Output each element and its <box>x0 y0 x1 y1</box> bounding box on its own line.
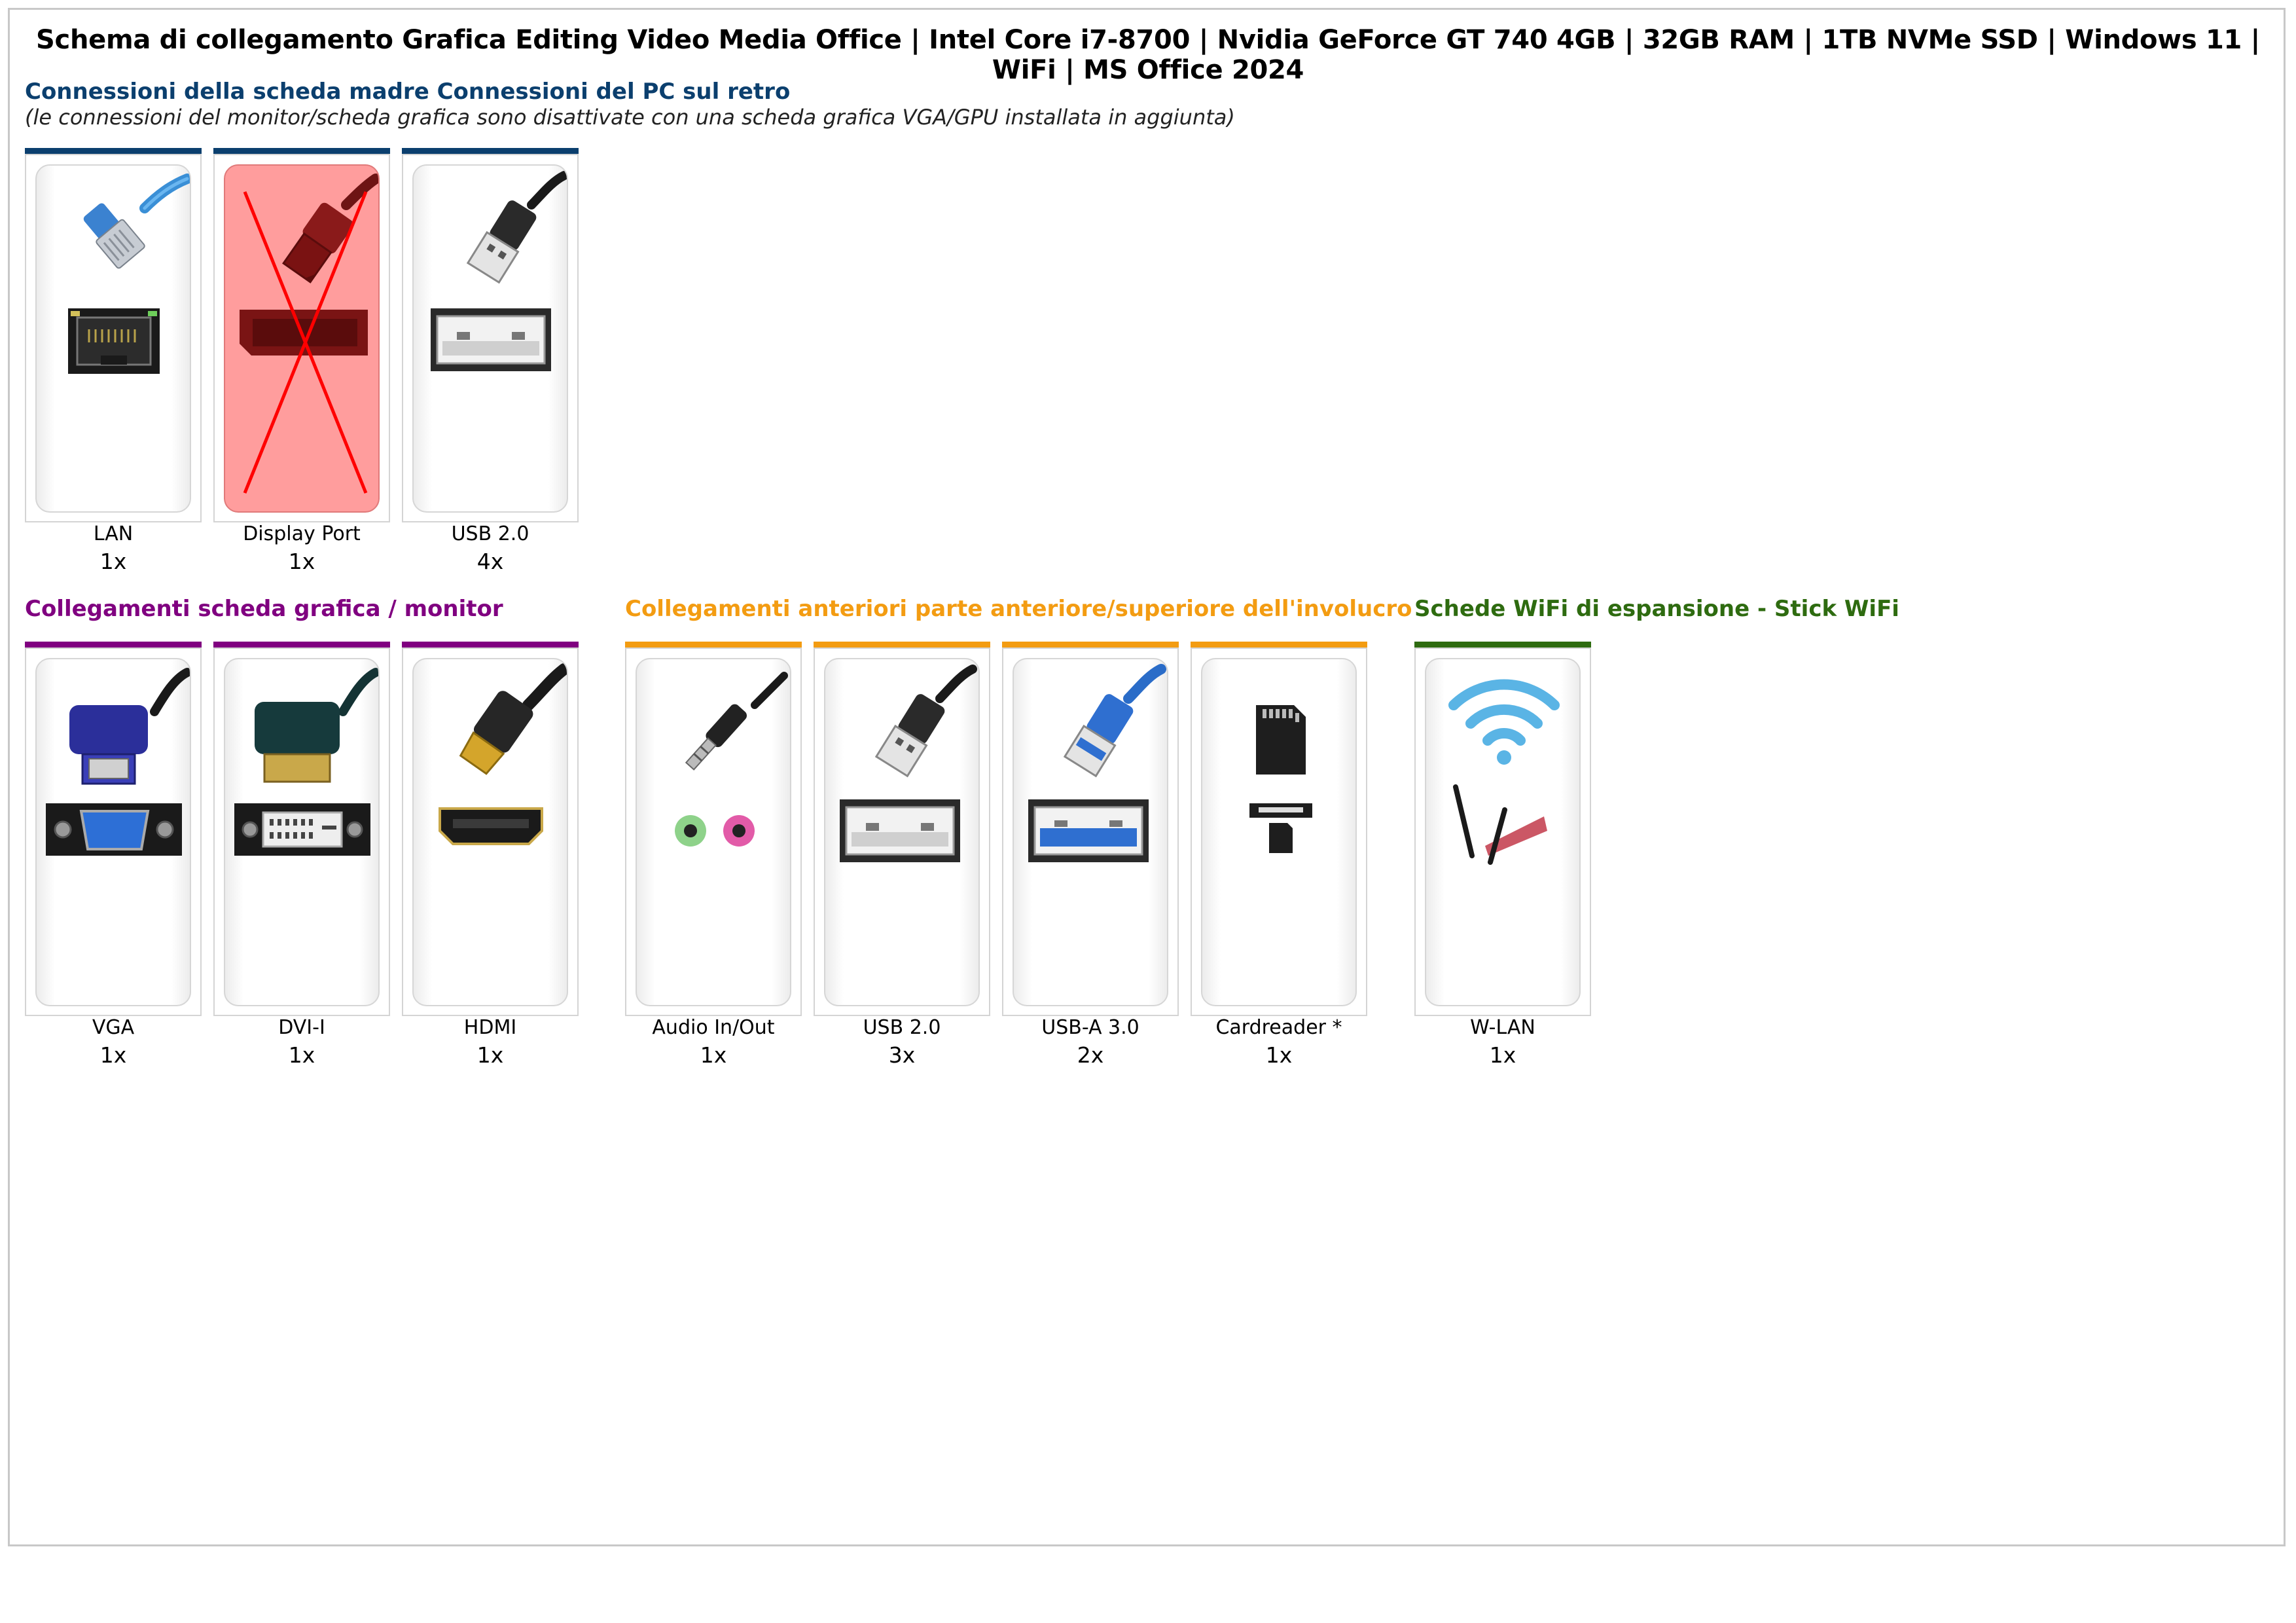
port-count: 4x <box>476 549 504 574</box>
port-label: DVI-I <box>278 1016 325 1039</box>
page-title: Schema di collegamento Grafica Editing V… <box>36 25 2260 85</box>
displayport-icon <box>240 173 378 494</box>
port-count: 1x <box>1265 1042 1293 1068</box>
section-color-bar <box>213 642 390 647</box>
usb-3-icon <box>1028 664 1166 862</box>
hdmi-icon <box>433 663 567 847</box>
port-count: 2x <box>1077 1042 1104 1068</box>
port-card-usb-2 <box>402 148 579 522</box>
port-label: Display Port <box>243 522 361 545</box>
port-card-displayport <box>213 148 390 522</box>
port-count: 1x <box>288 549 315 574</box>
port-card-usb-2-front <box>814 642 990 1016</box>
port-label: HDMI <box>463 1016 517 1039</box>
port-label: VGA <box>92 1016 135 1039</box>
section-title-wifi: Schede WiFi di espansione - Stick WiFi <box>1414 596 1899 622</box>
port-label: USB 2.0 <box>451 522 529 545</box>
wifi-icon <box>1448 679 1560 865</box>
port-count: 1x <box>99 1042 127 1068</box>
section-color-bar <box>213 148 390 154</box>
lan-icon <box>68 173 190 374</box>
port-card-lan <box>25 148 202 522</box>
section-color-bar <box>402 642 579 647</box>
port-count: 3x <box>888 1042 916 1068</box>
port-card-dvi <box>213 642 390 1016</box>
section-color-bar <box>1414 642 1591 647</box>
dvi-icon <box>234 668 378 856</box>
usb-2-icon <box>840 665 977 862</box>
section-color-bar <box>1191 642 1367 647</box>
port-label: W-LAN <box>1470 1016 1535 1039</box>
audio-jack-icon <box>675 672 788 847</box>
port-card-vga <box>25 642 202 1016</box>
port-label: USB-A 3.0 <box>1041 1016 1139 1039</box>
section-color-bar <box>814 642 990 647</box>
port-count: 1x <box>700 1042 727 1068</box>
section-subtitle-motherboard: (le connessioni del monitor/scheda grafi… <box>25 105 1235 130</box>
port-count: 1x <box>288 1042 315 1068</box>
port-label: Audio In/Out <box>652 1016 775 1039</box>
page-frame <box>8 8 2286 1546</box>
port-count: 1x <box>476 1042 504 1068</box>
vga-icon <box>46 668 190 856</box>
port-card-usb-3 <box>1002 642 1179 1016</box>
port-card-audio <box>625 642 802 1016</box>
section-title-graphics: Collegamenti scheda grafica / monitor <box>25 596 503 622</box>
usb-2-icon <box>431 171 567 371</box>
port-label: USB 2.0 <box>863 1016 941 1039</box>
section-title-motherboard: Connessioni della scheda madre Connessio… <box>25 79 791 105</box>
section-color-bar <box>402 148 579 154</box>
port-card-hdmi <box>402 642 579 1016</box>
section-color-bar <box>1002 642 1179 647</box>
section-title-front: Collegamenti anteriori parte anteriore/s… <box>625 596 1412 622</box>
port-label: Cardreader * <box>1215 1016 1342 1039</box>
sd-card-icon <box>1249 705 1312 853</box>
section-color-bar <box>25 642 202 647</box>
port-label: LAN <box>93 522 134 545</box>
port-count: 1x <box>99 549 127 574</box>
port-count: 1x <box>1489 1042 1516 1068</box>
port-card-wlan <box>1414 642 1591 1016</box>
section-color-bar <box>25 148 202 154</box>
port-card-cardreader <box>1191 642 1367 1016</box>
section-color-bar <box>625 642 802 647</box>
